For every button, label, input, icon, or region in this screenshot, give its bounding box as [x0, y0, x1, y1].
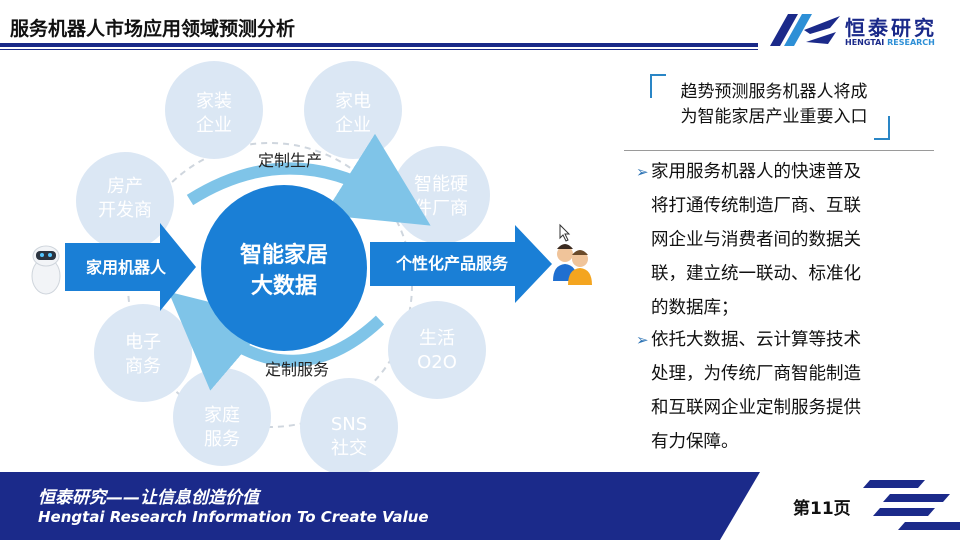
- satellite-home-service: 家庭 服务: [173, 368, 271, 466]
- bullet-point: ➢家用服务机器人的快速普及 将打通传统制造厂商、互联 网企业与消费者间的数据关 …: [636, 155, 898, 325]
- quote-bracket-bottom-right: [874, 116, 890, 140]
- satellite-label: 家装: [196, 91, 232, 112]
- bullet-arrow-icon: ➢: [636, 163, 649, 181]
- satellite-label: 房产: [107, 176, 143, 197]
- satellite-label: 开发商: [98, 200, 152, 221]
- satellite-label: 家电: [335, 91, 371, 112]
- logo-text-en-a: HENGTAI: [845, 38, 885, 47]
- hengtai-logo-icon: [770, 14, 840, 46]
- satellite-label: SNS: [331, 414, 367, 435]
- robot-icon: [31, 245, 61, 295]
- input-arrow-label: 家用机器人: [86, 258, 167, 277]
- bullet-text: 处理，为传统厂商智能制造: [651, 364, 861, 384]
- satellite-label: 生活: [419, 328, 455, 349]
- bullet-text: 依托大数据、云计算等技术: [651, 330, 861, 350]
- curve-arrow-top: [186, 133, 431, 226]
- footer-slogan-en: Hengtai Research Information To Create V…: [38, 508, 429, 526]
- key-takeaway-line: 趋势预测服务机器人将成: [680, 82, 868, 102]
- satellite-sns: SNS 社交: [300, 378, 398, 475]
- satellite-label: 服务: [204, 429, 240, 450]
- output-arrow-label: 个性化产品服务: [395, 254, 509, 273]
- bullet-text: 将打通传统制造厂商、互联: [651, 196, 861, 216]
- logo-text-cn: 恒泰研究: [845, 16, 937, 40]
- satellite-o2o: 生活 O2O: [388, 301, 486, 399]
- satellite-label: 电子: [125, 332, 161, 353]
- center-circle: [201, 185, 367, 351]
- center-label: 大数据: [251, 273, 317, 299]
- bullet-text: 网企业与消费者间的数据关: [651, 230, 861, 250]
- satellite-ecommerce: 电子 商务: [94, 304, 192, 402]
- curve-arrow-bottom: [168, 291, 385, 391]
- satellite-appliance: 家电 企业: [304, 61, 402, 159]
- satellite-real-estate: 房产 开发商: [76, 152, 174, 250]
- satellite-label: 社交: [331, 438, 367, 459]
- bullet-arrow-icon: ➢: [636, 331, 649, 349]
- bottom-curve-label: 定制服务: [265, 360, 329, 379]
- title-underline-thin: [0, 49, 758, 50]
- users-icon: [553, 244, 592, 285]
- satellite-smart-hardware: 智能硬 件厂商: [392, 146, 490, 244]
- bullet-text: 家用服务机器人的快速普及: [651, 162, 861, 182]
- satellite-home-decor: 家装 企业: [165, 61, 263, 159]
- center-label: 智能家居: [240, 242, 328, 268]
- bullet-text: 和互联网企业定制服务提供: [651, 398, 861, 418]
- key-takeaway-text: 趋势预测服务机器人将成 为智能家居产业重要入口: [664, 80, 884, 130]
- satellite-label: 家庭: [204, 405, 240, 426]
- footer-slogan-cn: 恒泰研究——让信息创造价值: [38, 488, 259, 508]
- input-arrow: [65, 223, 196, 311]
- title-underline: [0, 43, 758, 47]
- bullet-text: 的数据库；: [651, 298, 739, 318]
- satellite-label: 企业: [335, 115, 371, 136]
- bullet-point: ➢依托大数据、云计算等技术 处理，为传统厂商智能制造 和互联网企业定制服务提供 …: [636, 323, 898, 459]
- ecosystem-diagram: 家装 企业 家电 企业 智能硬 件厂商 生活 O2O SNS 社交 家庭 服务 …: [31, 61, 592, 475]
- key-takeaway-box: 趋势预测服务机器人将成 为智能家居产业重要入口: [650, 74, 900, 140]
- quote-bracket-top-left: [650, 74, 666, 98]
- top-curve-label: 定制生产: [258, 151, 322, 170]
- satellite-label: 智能硬: [414, 174, 468, 195]
- satellite-label: 企业: [196, 115, 232, 136]
- bullet-text: 联，建立统一联动、标准化: [651, 264, 861, 284]
- output-arrow: [370, 225, 552, 303]
- mouse-cursor-icon: [559, 223, 571, 242]
- bullet-text: 有力保障。: [651, 432, 739, 452]
- satellite-label: 商务: [125, 356, 161, 377]
- panel-divider: [624, 150, 934, 151]
- key-takeaway-line: 为智能家居产业重要入口: [680, 107, 868, 127]
- logo-text-en-b: RESEARCH: [887, 38, 935, 47]
- satellite-label: O2O: [417, 352, 457, 373]
- page-number: 第11页: [793, 499, 851, 519]
- satellite-label: 件厂商: [414, 198, 468, 219]
- page-title: 服务机器人市场应用领域预测分析: [10, 18, 296, 40]
- footer-decoration: [720, 472, 960, 540]
- logo-text-en: HENGTAI RESEARCH: [845, 38, 935, 47]
